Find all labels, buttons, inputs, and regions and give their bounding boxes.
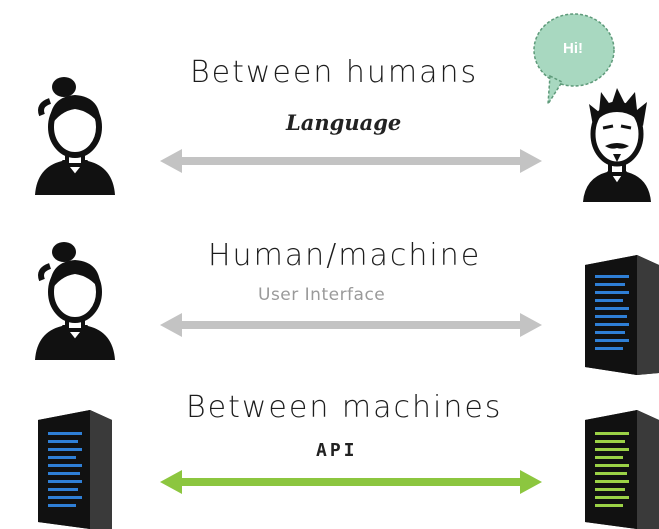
woman-avatar-icon <box>20 240 130 360</box>
row2-subheading: User Interface <box>258 285 386 305</box>
server-icon <box>585 255 659 375</box>
row1-heading: Between humans <box>190 55 479 90</box>
row1-subheading: Language <box>286 110 402 135</box>
woman-avatar-icon <box>20 75 130 195</box>
row2-double-arrow <box>160 310 542 340</box>
server-icon <box>585 410 659 529</box>
row2-heading: Human/machine <box>208 238 482 273</box>
row3-double-arrow <box>160 467 542 497</box>
speech-bubble-text: Hi! <box>563 40 583 57</box>
server-icon <box>38 410 112 529</box>
row3-heading: Between machines <box>186 390 503 425</box>
row1-double-arrow <box>160 146 542 176</box>
speech-bubble <box>528 10 620 110</box>
row3-subheading: API <box>316 440 358 461</box>
man-avatar-icon <box>575 82 659 202</box>
